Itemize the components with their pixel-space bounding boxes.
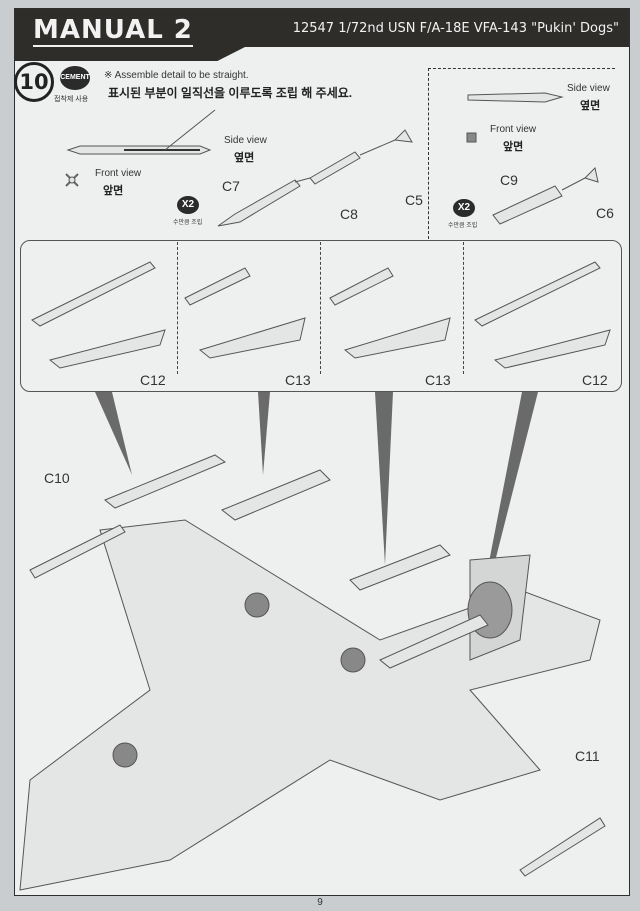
- missile-front-view-label: Front view: [95, 168, 142, 179]
- quantity-caption: 수만큼 조립: [173, 220, 203, 226]
- page-number: 9: [317, 897, 323, 908]
- missile-front-view-label-ko: 앞면: [103, 185, 124, 197]
- panel-divider: [177, 242, 178, 374]
- header-decoration: [15, 47, 245, 61]
- pylon-part-label: C12: [582, 372, 608, 388]
- bomb-front-view-label: Front view: [490, 124, 537, 135]
- pylon-part-label: C12: [140, 372, 166, 388]
- header-bar: MANUAL 2 12547 1/72nd USN F/A-18E VFA-14…: [15, 9, 629, 47]
- missile-exploded-drawing: [217, 129, 413, 227]
- missile-side-view-label-ko: 옆면: [234, 152, 255, 164]
- wingtip-missile-label-left: C10: [44, 470, 70, 486]
- missile-side-view-drawing: [66, 109, 216, 155]
- part-label: C5: [405, 192, 423, 208]
- bomb-side-view-label-ko: 옆면: [580, 100, 601, 112]
- step-number-badge: 10: [14, 62, 54, 102]
- bomb-exploded-drawing: [492, 166, 599, 225]
- pylon-drawings: [31, 261, 611, 369]
- panel-divider: [320, 242, 321, 374]
- part-label: C8: [340, 206, 358, 222]
- kit-title: 12547 1/72nd USN F/A-18E VFA-143 "Pukin'…: [292, 21, 619, 36]
- part-label: C9: [500, 172, 518, 188]
- cement-caption: 접착제 사용: [54, 96, 89, 103]
- part-label: C6: [596, 205, 614, 221]
- missile-side-view-label: Side view: [224, 135, 267, 146]
- bomb-side-view-label: Side view: [567, 83, 610, 94]
- assembly-note-ko: 표시된 부분이 일직선을 이루도록 조립 해 주세요.: [108, 86, 353, 100]
- cement-icon: CEMENT: [60, 66, 90, 90]
- bomb-front-view-icon: [466, 132, 477, 143]
- aircraft-drawing: [19, 519, 601, 891]
- bomb-assembly-box: [428, 68, 615, 239]
- part-label: C7: [222, 178, 240, 194]
- bomb-front-view-label-ko: 앞면: [503, 141, 524, 153]
- quantity-x2-badge: X2: [177, 196, 199, 214]
- pylon-part-label: C13: [425, 372, 451, 388]
- assembly-note-en: ※ Assemble detail to be straight.: [104, 70, 249, 81]
- panel-divider: [463, 242, 464, 374]
- front-view-icon: [65, 173, 79, 187]
- bomb-side-view-drawing: [467, 92, 564, 103]
- quantity-x2-badge: X2: [453, 199, 475, 217]
- wingtip-missile-label-right: C11: [575, 748, 600, 764]
- quantity-caption: 수만큼 조립: [448, 223, 478, 229]
- manual-title: MANUAL 2: [33, 15, 193, 47]
- pylon-part-label: C13: [285, 372, 311, 388]
- underwing-stores-drawing: [29, 454, 606, 877]
- pylon-assembly-panel: [20, 240, 622, 392]
